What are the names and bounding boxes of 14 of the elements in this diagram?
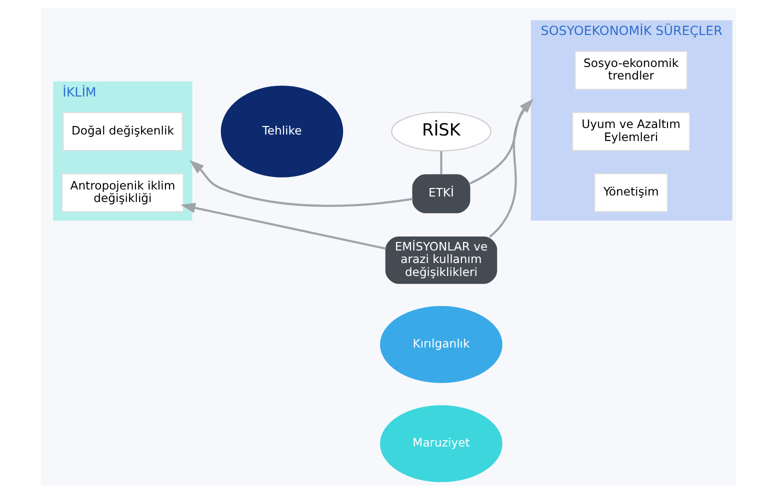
node-box: Sosyo-ekonomik trendler xyxy=(574,50,688,90)
node-box: ETKİ xyxy=(412,174,470,214)
node-box: Antropojenik iklim değişikliği xyxy=(62,173,184,212)
node-ellipse: Kırılganlık xyxy=(380,306,502,384)
node-box: Doğal değişkenlik xyxy=(62,112,183,152)
node-ellipse: RİSK xyxy=(391,112,492,152)
node-box: EMİSYONLAR ve arazi kullanım değişiklikleri xyxy=(385,236,498,284)
node-ellipse: Maruziyet xyxy=(380,405,502,482)
node-box: Yönetişim xyxy=(594,173,668,212)
node-ellipse: Tehlike xyxy=(220,86,344,178)
arrow xyxy=(189,160,413,207)
arrow xyxy=(180,202,386,250)
connector xyxy=(440,151,442,174)
node-box: Uyum ve Azaltım Eylemleri xyxy=(572,112,690,152)
